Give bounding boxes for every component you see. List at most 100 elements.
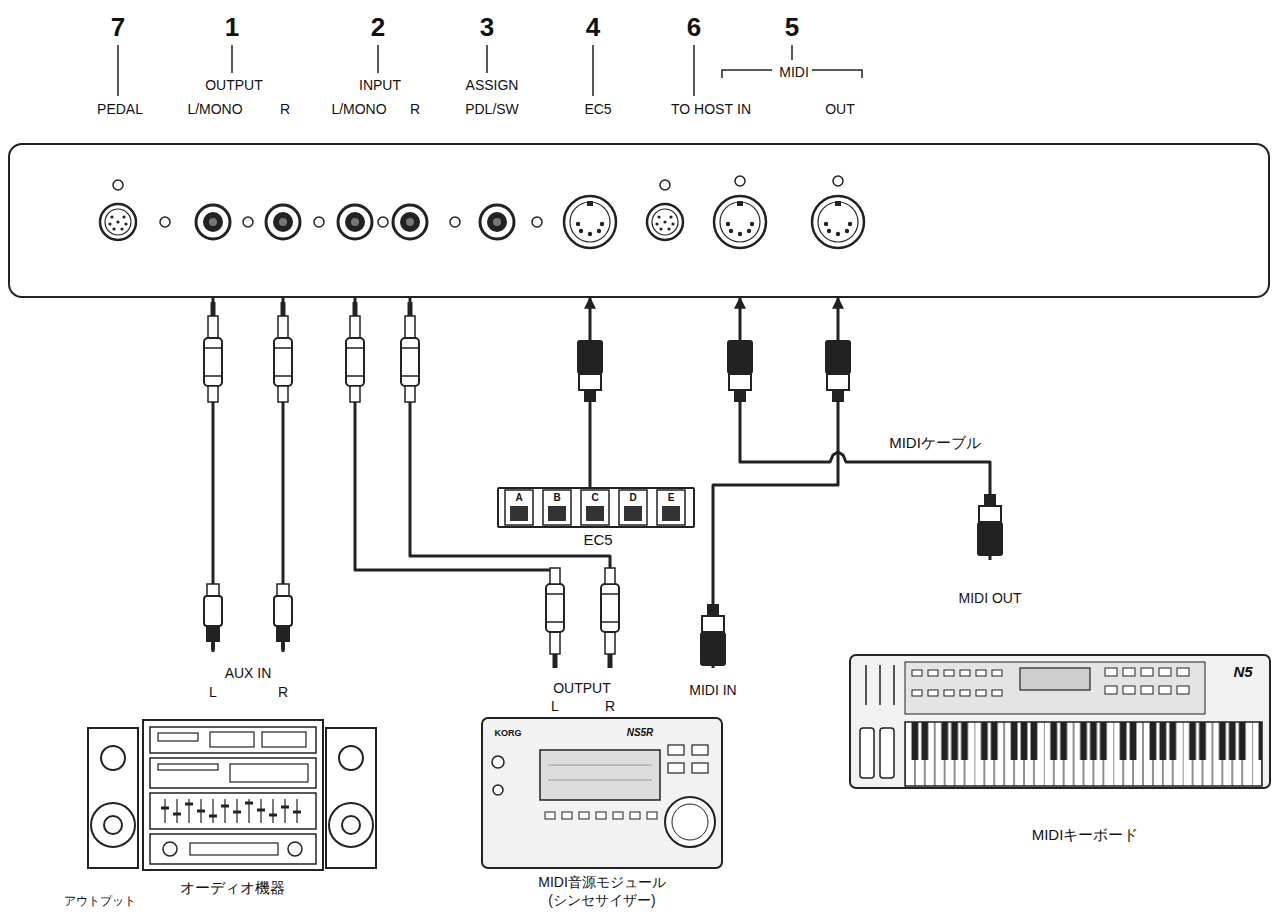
callout-number: 3 [480, 13, 494, 43]
illustration-part [1177, 668, 1189, 676]
illustration-part [326, 728, 376, 868]
illustration-part [91, 803, 135, 847]
illustration-part [274, 584, 292, 650]
node-text: R [280, 101, 290, 117]
illustration-part [204, 302, 222, 402]
illustration-part [158, 733, 198, 741]
illustration-part [1105, 668, 1117, 676]
illustration-part [960, 670, 970, 676]
callout-number: 6 [687, 13, 701, 43]
node-text: EC5 [583, 531, 612, 548]
illustration-part [104, 816, 122, 834]
node-text: MIDIキーボード [1032, 826, 1139, 843]
illustration-part [262, 732, 306, 747]
audio-device: オーディオ機器 [85, 652, 385, 900]
illustration-part [905, 722, 1262, 786]
illustration-part [243, 217, 253, 227]
illustration-part [196, 205, 230, 239]
illustration-part [100, 204, 136, 240]
illustration-part [812, 196, 864, 248]
port-label: L [209, 684, 217, 700]
node-text: オーディオ機器 [180, 879, 285, 896]
illustration-part [266, 205, 300, 239]
illustration-part [928, 690, 938, 696]
illustration-part [992, 690, 1002, 696]
illustration-part [150, 793, 316, 829]
brand-text: KORG [495, 728, 522, 738]
port-label: R [605, 698, 615, 714]
illustration-part [160, 217, 170, 227]
callout-number: 5 [785, 13, 799, 43]
cable-line [740, 298, 990, 560]
audio-equipment [88, 720, 376, 870]
illustration-part [860, 728, 874, 778]
illustration-part [647, 812, 657, 819]
illustration-part [912, 690, 922, 696]
illustration-part [660, 180, 670, 190]
switch-letter: A [515, 492, 522, 504]
keyboard-device: MIDIキーボード [850, 560, 1270, 850]
illustration-part [540, 750, 660, 800]
illustration-part [912, 670, 922, 676]
node-text: TO HOST [671, 101, 733, 117]
callout-number: 7 [111, 13, 125, 43]
cable-line [410, 298, 610, 668]
illustration-part [150, 758, 316, 788]
illustration-part [976, 690, 986, 696]
node-text: OUTPUT [205, 77, 263, 93]
illustration-part [378, 217, 388, 227]
illustration-part [548, 765, 652, 780]
illustration-part [1159, 668, 1171, 676]
sound-module [482, 718, 722, 868]
illustration-part [586, 506, 604, 521]
illustration-part [339, 746, 363, 770]
illustration-part [700, 604, 726, 666]
callout-number: 1 [225, 13, 239, 43]
node-text: MIDI [779, 64, 809, 80]
illustration-part [401, 302, 419, 402]
illustration-part [342, 816, 360, 834]
switch-letter: E [668, 492, 675, 504]
illustration-part [1020, 668, 1090, 690]
illustration-part [866, 665, 894, 705]
node-text: PDL/SW [465, 101, 519, 117]
illustration-part [1123, 668, 1135, 676]
illustration-part [329, 803, 373, 847]
illustration-part [825, 340, 851, 402]
node-text: ASSIGN [466, 77, 519, 93]
illustration-part [1105, 686, 1117, 694]
illustration-part [543, 490, 571, 525]
illustration-part [960, 690, 970, 696]
illustration-part [672, 804, 708, 840]
node-text: EC5 [584, 101, 611, 117]
illustration-part [480, 205, 514, 239]
logo-text: N5 [1233, 663, 1252, 680]
illustration-part [505, 490, 533, 525]
illustration-part [581, 490, 609, 525]
cut-text: アウトプット [64, 895, 136, 909]
illustration-part [665, 797, 715, 847]
node-text: OUT [825, 101, 855, 117]
port-label: R [278, 684, 288, 700]
illustration-part [1141, 668, 1153, 676]
illustration-part [545, 812, 555, 819]
switch-letter: D [629, 492, 636, 504]
ec5-switches [505, 490, 685, 525]
port-label: L [551, 698, 559, 714]
illustration-part [880, 728, 894, 778]
illustration-part [165, 799, 297, 823]
illustration-part [1141, 686, 1153, 694]
illustration-part [338, 205, 372, 239]
illustration-part [1159, 686, 1171, 694]
cable-label: MIDIケーブル [889, 434, 981, 451]
illustration-part [668, 763, 684, 773]
port-label: AUX IN [225, 665, 272, 681]
illustration-part [977, 494, 1003, 556]
switch-letter: B [553, 492, 560, 504]
node-text: PEDAL [97, 101, 143, 117]
port-label: OUTPUT [553, 680, 611, 696]
callout-number: 2 [371, 13, 385, 43]
illustration-part [532, 217, 542, 227]
